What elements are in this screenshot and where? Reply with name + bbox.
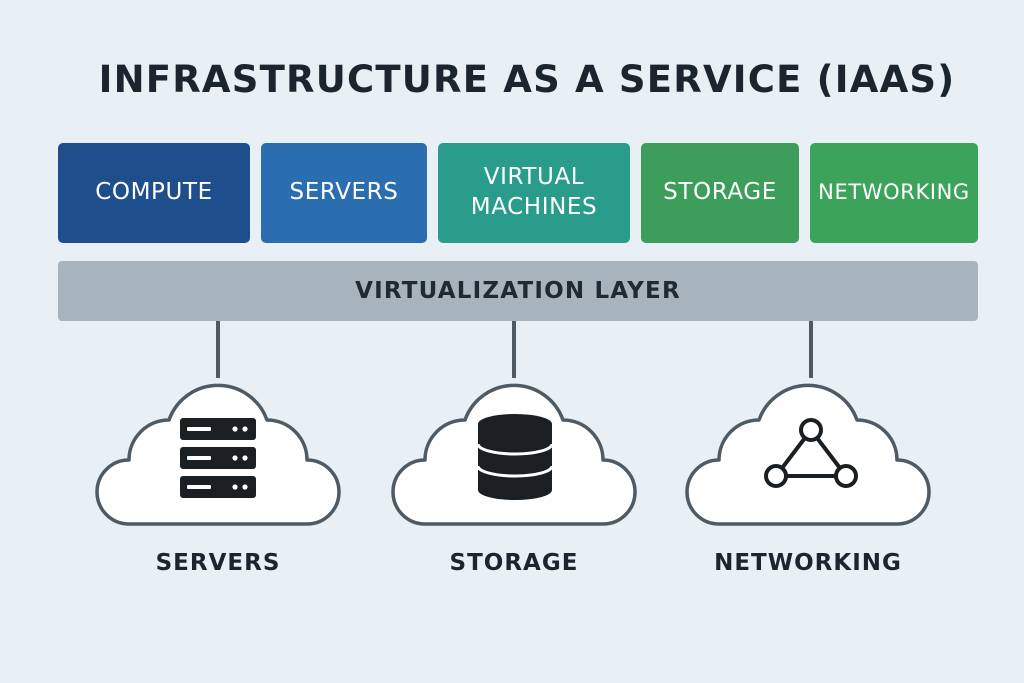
connector-networking xyxy=(809,321,813,378)
database-icon xyxy=(476,414,554,500)
servers-cloud xyxy=(93,370,343,530)
resource-label-storage: STORAGE xyxy=(449,550,579,576)
service-networking: NETWORKING xyxy=(810,143,978,243)
connector-servers xyxy=(216,321,220,378)
diagram-title: INFRASTRUCTURE AS A SERVICE (IAAS) xyxy=(98,58,956,101)
storage-cloud xyxy=(389,370,639,530)
server-rack-icon xyxy=(180,418,256,498)
service-storage: STORAGE xyxy=(641,143,799,243)
resource-label-servers: SERVERS xyxy=(155,550,281,576)
virtualization-layer: VIRTUALIZATION LAYER xyxy=(58,261,978,321)
networking-cloud xyxy=(683,370,933,530)
service-servers: SERVERS xyxy=(261,143,427,243)
resource-label-networking: NETWORKING xyxy=(714,550,902,576)
service-virtual-machines: VIRTUAL MACHINES xyxy=(438,143,630,243)
service-compute: COMPUTE xyxy=(58,143,250,243)
connector-storage xyxy=(512,321,516,378)
network-nodes-icon xyxy=(764,418,858,488)
cloud-shape-icon xyxy=(685,383,931,526)
